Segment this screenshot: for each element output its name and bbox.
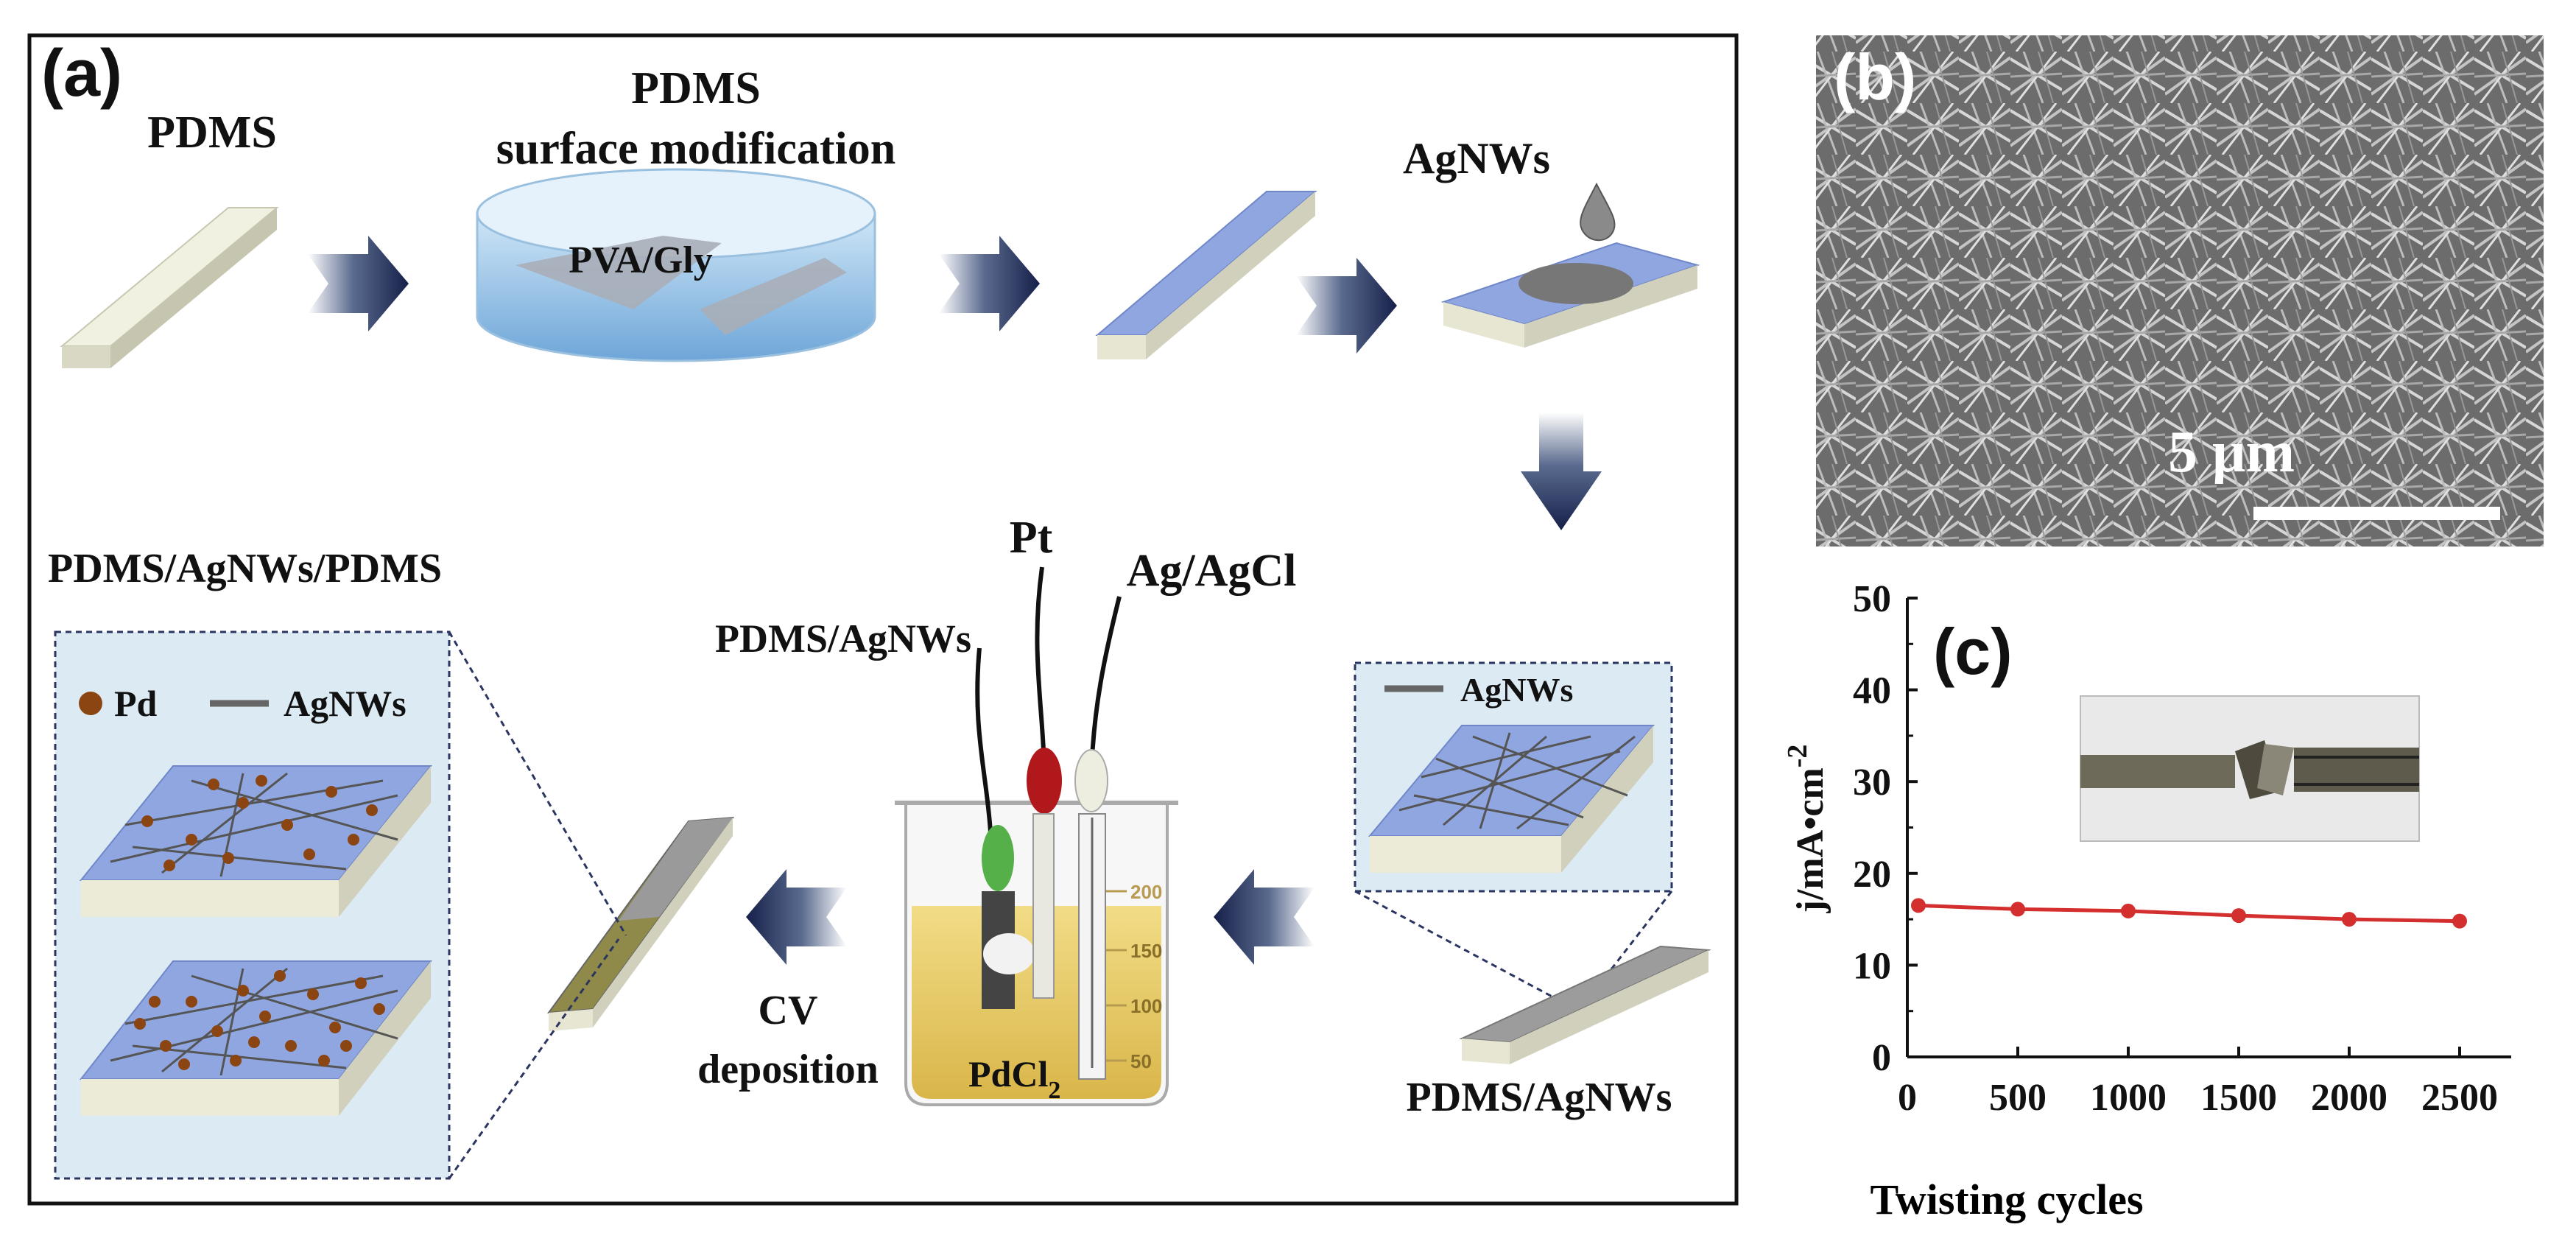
pd-legend-dot [79, 692, 102, 715]
zoom-line-3 [448, 631, 627, 936]
cv-line1: CV [759, 988, 818, 1033]
y-tick-label: 30 [1853, 762, 1891, 804]
y-axis-label-main: j/mA•cm [1790, 767, 1831, 913]
pdms-agnws-bottom-label: PDMS/AgNWs [1407, 1075, 1672, 1120]
arrow-right-1 [308, 236, 409, 331]
pdms-agnws-slab [1459, 945, 1711, 1064]
composite-slab-2 [79, 960, 433, 1116]
y-tick-label: 50 [1853, 578, 1891, 620]
arrow-down [1521, 412, 1602, 530]
x-tick-label: 1000 [2090, 1077, 2167, 1119]
zoom-line-2 [1582, 890, 1673, 1006]
x-tick-label: 2500 [2421, 1077, 2498, 1119]
green-clip [982, 825, 1014, 891]
y-axis-label: j/mA•cm-2 [1782, 745, 1831, 914]
panel-a: (a) PDMS PDMS surface modification PVA/G… [27, 33, 1739, 1206]
series-line [1918, 903, 2460, 924]
x-tick-label: 500 [1989, 1077, 2047, 1119]
white-clip [1074, 749, 1108, 812]
arrow-left-1 [1214, 869, 1315, 965]
x-tick-label: 0 [1898, 1077, 1917, 1119]
panel-b: (b) 5 μm [1816, 35, 2544, 547]
pdms-mod-line2: surface modification [496, 124, 895, 174]
pdms-mod-line1: PDMS [631, 63, 761, 113]
x-axis-label: Twisting cycles [1870, 1176, 2143, 1223]
agnws-top-label: AgNWs [1403, 134, 1550, 183]
data-point [2121, 903, 2136, 918]
pdms-slab [60, 207, 279, 368]
data-point [2010, 902, 2025, 917]
arrow-left-2 [746, 869, 847, 965]
cv-line2: deposition [697, 1047, 879, 1092]
beaker-tick-150: 150 [1130, 940, 1162, 962]
x-tick-label: 1500 [2200, 1077, 2277, 1119]
agnws-inset-slab [1368, 725, 1655, 873]
sem-image [1816, 35, 2544, 547]
panel-a-letter: (a) [41, 37, 122, 110]
sem-scale-label: 5 μm [2168, 420, 2295, 485]
electrode-bubble [983, 933, 1035, 974]
data-point [2452, 913, 2467, 929]
pt-electrode [1032, 813, 1055, 999]
y-axis-label-group: j/mA•cm-2 [1782, 745, 1831, 914]
legend-agnws-label: AgNWs [284, 683, 407, 724]
petri-dish [476, 168, 876, 362]
droplet-slab [1440, 242, 1700, 348]
inset-photo [2080, 695, 2420, 842]
panel-c-letter: (c) [1933, 615, 2013, 688]
arrow-right-2 [939, 236, 1040, 331]
y-tick-label: 40 [1853, 670, 1891, 712]
panel-b-letter: (b) [1834, 41, 1916, 113]
beaker-tick-200: 200 [1130, 881, 1162, 903]
y-tick-label: 0 [1872, 1037, 1891, 1079]
pdcl2-label: PdCl2 [968, 1053, 1060, 1104]
red-clip [1027, 748, 1062, 814]
y-tick-label: 20 [1853, 854, 1891, 896]
x-tick-label: 2000 [2311, 1077, 2387, 1119]
y-tick-label: 10 [1853, 945, 1891, 987]
y-axis-label-sup: -2 [1782, 745, 1813, 768]
inset-agnws-label: AgNWs [1460, 671, 1573, 709]
sem-scale-bar [2253, 507, 2500, 520]
beaker-tick-50: 50 [1130, 1050, 1152, 1072]
data-point [2231, 908, 2246, 924]
composite-label: PDMS/AgNWs/PDMS [48, 546, 442, 591]
pt-label: Pt [1010, 513, 1053, 563]
beaker-tick-100: 100 [1130, 995, 1162, 1017]
arrow-right-3 [1296, 258, 1397, 354]
droplet-icon [1580, 182, 1616, 242]
composite-slab-1 [79, 765, 433, 917]
agagcl-label: Ag/AgCl [1127, 546, 1297, 596]
wire-pt [1035, 566, 1046, 767]
pdcl2-subscript: 2 [1048, 1077, 1060, 1104]
wire-working [975, 647, 993, 833]
pd-coated-slab [546, 816, 735, 1031]
data-point [2342, 912, 2357, 927]
pdms-agnws-electrode-label: PDMS/AgNWs [715, 616, 971, 661]
zoom-line-4 [448, 938, 620, 1179]
panel-c-chart: (c) Twisting cycles j/mA•cm-2 0 10 20 30 40 5… [1782, 578, 2511, 1223]
pva-gly-label: PVA/Gly [569, 239, 713, 281]
pdms-label: PDMS [147, 108, 277, 158]
data-point [1911, 898, 1926, 913]
legend-pd-label: Pd [114, 683, 158, 724]
modified-slab [1095, 191, 1317, 359]
pdcl2-main: PdCl [968, 1053, 1048, 1094]
